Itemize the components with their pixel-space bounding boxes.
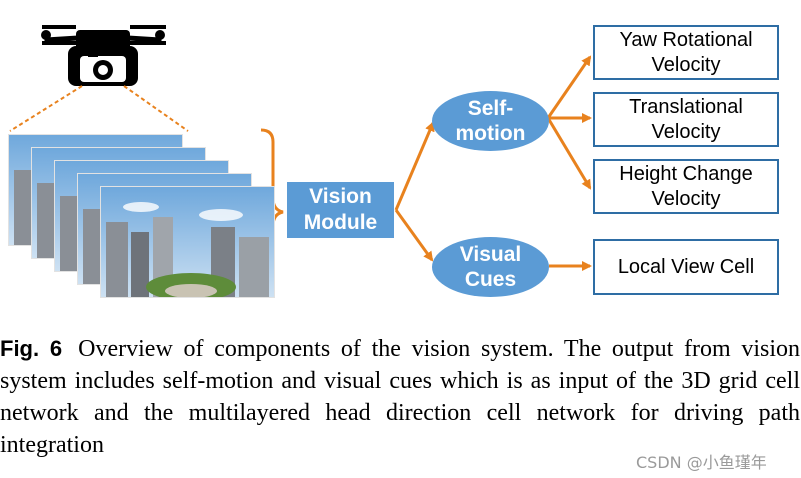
visual-cues-node: Visual Cues: [432, 237, 549, 297]
caption-text: Overview of components of the vision sys…: [0, 336, 800, 458]
connection-arrows: [394, 55, 592, 271]
output-yaw-label: Yaw Rotational Velocity: [619, 28, 753, 76]
watermark: CSDN @小鱼瑾年: [636, 453, 767, 472]
arrow-vision-to-visualcues: [394, 209, 434, 262]
output-translational-label: Translational Velocity: [629, 95, 743, 143]
output-translational-velocity: Translational Velocity: [593, 92, 779, 147]
vision-module-label: Vision Module: [303, 185, 378, 234]
visual-cues-label: Visual Cues: [459, 243, 522, 291]
self-motion-label: Self- motion: [455, 97, 526, 145]
self-motion-node: Self- motion: [432, 91, 549, 151]
arrow-selfmotion-to-height: [546, 117, 592, 190]
arrow-selfmotion-to-yaw: [546, 55, 592, 119]
output-height-label: Height Change Velocity: [619, 162, 753, 210]
vision-module-node: Vision Module: [287, 182, 394, 238]
drone-camera-icon: [9, 25, 189, 132]
panorama-frame: [100, 186, 275, 298]
output-local-view-cell: Local View Cell: [593, 239, 779, 295]
output-height-change-velocity: Height Change Velocity: [593, 159, 779, 214]
output-yaw-rotational-velocity: Yaw Rotational Velocity: [593, 25, 779, 80]
output-local-view-label: Local View Cell: [617, 255, 755, 278]
arrow-vision-to-selfmotion: [394, 121, 435, 211]
figure-label: Fig. 6: [0, 336, 63, 361]
